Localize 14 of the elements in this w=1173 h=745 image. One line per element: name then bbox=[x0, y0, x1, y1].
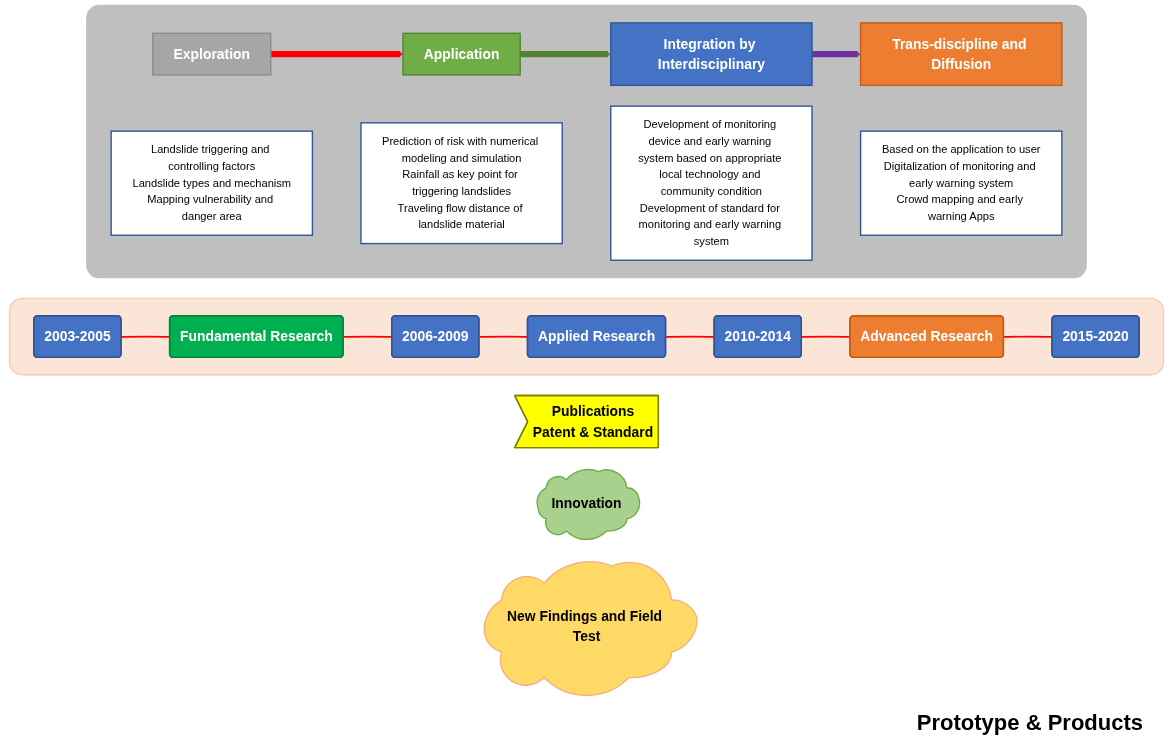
node-box: Development of monitoring device and early warning system based on appropriate local technology and community condition Development of standard for monitoring and early warning system bbox=[610, 105, 813, 261]
node-box: Trans-discipline and Diffusion bbox=[859, 22, 1063, 87]
cluster bbox=[8, 297, 1165, 376]
arrow bbox=[270, 51, 404, 58]
note-text: Prototype & Products bbox=[916, 710, 1143, 736]
node-box: Integration by Interdisciplinary bbox=[610, 22, 813, 87]
node-box: Based on the application to user Digitalization of monitoring and early warning system Crowd mapping and early warning Apps bbox=[859, 130, 1063, 236]
node-box: Exploration bbox=[152, 32, 272, 76]
arrow bbox=[812, 51, 861, 58]
arrow bbox=[520, 51, 612, 58]
node-box: Application bbox=[402, 32, 521, 76]
node-box: Landslide triggering and controlling factors Landslide types and mechanism Mapping vulnerability and danger area bbox=[110, 130, 314, 236]
cluster bbox=[86, 4, 1087, 279]
node-box: Prediction of risk with numerical modeling and simulation Rainfall as key point for triggering landslides Traveling flow distance of landslide material bbox=[360, 122, 563, 245]
